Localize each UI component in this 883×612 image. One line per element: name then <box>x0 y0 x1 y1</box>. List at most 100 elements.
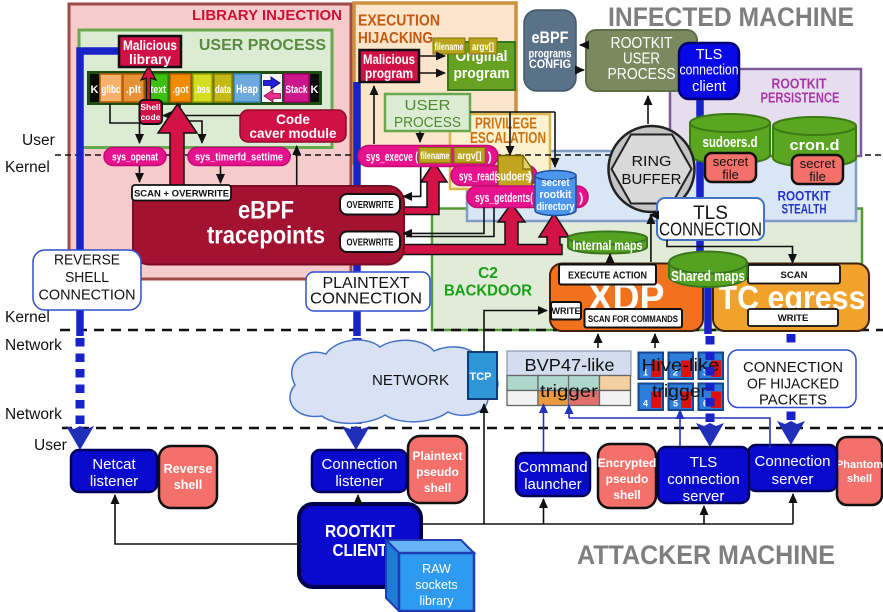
svg-text:Malicious: Malicious <box>363 51 415 67</box>
svg-text:Connection: Connection <box>755 453 831 470</box>
svg-text:library: library <box>129 51 171 67</box>
svg-text:.bss: .bss <box>195 84 210 96</box>
svg-text:programs: programs <box>529 49 572 61</box>
svg-text:shell: shell <box>424 481 451 495</box>
svg-text:PRIVILEGE: PRIVILEGE <box>475 116 537 133</box>
svg-text:eBPF: eBPF <box>238 197 294 225</box>
svg-text:pseudo: pseudo <box>416 465 459 479</box>
svg-text:tracepoints: tracepoints <box>207 222 325 250</box>
svg-text:argv[]: argv[] <box>472 42 494 53</box>
svg-text:sys_openat: sys_openat <box>112 152 158 164</box>
svg-text:): ) <box>488 149 492 164</box>
svg-text:filename: filename <box>421 151 450 162</box>
svg-text:PROCESS: PROCESS <box>394 114 461 131</box>
svg-text:cron.d: cron.d <box>790 138 840 154</box>
svg-text:sudoers.d: sudoers.d <box>703 135 758 151</box>
svg-text:5: 5 <box>673 399 678 409</box>
svg-text:Encrypted: Encrypted <box>598 456 657 470</box>
svg-text:4: 4 <box>643 399 648 409</box>
svg-text:PROCESS: PROCESS <box>608 66 676 83</box>
svg-text:listener: listener <box>90 473 138 490</box>
svg-text:LIBRARY INJECTION: LIBRARY INJECTION <box>192 7 342 24</box>
svg-text:BUFFER: BUFFER <box>622 171 682 188</box>
svg-text:glibc: glibc <box>102 84 121 96</box>
svg-text:): ) <box>579 190 583 205</box>
svg-text:Kernel: Kernel <box>5 159 50 176</box>
svg-text:caver module: caver module <box>249 126 337 141</box>
svg-text:WRITE: WRITE <box>552 306 581 316</box>
svg-text:filename: filename <box>435 42 464 53</box>
svg-text:code: code <box>141 112 161 122</box>
svg-text:Malicious: Malicious <box>123 37 177 53</box>
svg-text:ROOTKIT: ROOTKIT <box>611 35 673 52</box>
svg-text:REVERSE: REVERSE <box>54 253 120 269</box>
svg-text:TLS: TLS <box>693 203 728 224</box>
svg-text:Heap: Heap <box>236 82 258 96</box>
svg-text:sockets: sockets <box>415 578 457 592</box>
svg-text:server: server <box>772 471 814 488</box>
svg-text:Internal maps: Internal maps <box>573 238 643 253</box>
svg-text:sudoers: sudoers <box>496 169 531 184</box>
svg-text:ROOTKIT: ROOTKIT <box>772 77 827 93</box>
svg-text:CONNECTION: CONNECTION <box>659 219 762 240</box>
svg-text:RAW: RAW <box>422 562 451 576</box>
svg-text:launcher: launcher <box>524 476 582 493</box>
svg-text:HIJACKING: HIJACKING <box>358 30 433 47</box>
svg-text:Shell: Shell <box>140 102 160 112</box>
svg-text:Command: Command <box>518 459 587 476</box>
svg-text:User: User <box>22 132 55 149</box>
svg-text:Netcat: Netcat <box>92 456 136 473</box>
svg-text:file: file <box>722 167 739 182</box>
svg-text:USER PROCESS: USER PROCESS <box>199 37 326 54</box>
svg-text:PERSISTENCE: PERSISTENCE <box>761 91 840 107</box>
svg-text:OF HIJACKED: OF HIJACKED <box>747 377 839 393</box>
svg-text:TLS: TLS <box>696 47 723 63</box>
svg-text:argv[]: argv[] <box>458 151 482 162</box>
svg-text:USER: USER <box>405 97 451 114</box>
svg-text:Stack: Stack <box>286 84 309 96</box>
svg-text:Reverse: Reverse <box>164 462 213 476</box>
svg-text:CONNECTION: CONNECTION <box>39 288 136 304</box>
svg-text:eBPF: eBPF <box>532 28 569 47</box>
svg-text:ATTACKER MACHINE: ATTACKER MACHINE <box>577 540 835 570</box>
svg-text:1: 1 <box>643 368 648 378</box>
svg-text:SCAN + OVERWRITE: SCAN + OVERWRITE <box>134 189 229 200</box>
svg-text:shell: shell <box>847 473 872 485</box>
svg-text:.text: .text <box>148 84 166 96</box>
svg-text:pseudo: pseudo <box>606 472 649 486</box>
svg-text:OVERWRITE: OVERWRITE <box>347 237 394 249</box>
svg-text:trigger: trigger <box>652 381 707 401</box>
svg-text:Connection: Connection <box>322 456 398 473</box>
svg-text:WRITE: WRITE <box>778 313 809 324</box>
svg-text:EXECUTE ACTION: EXECUTE ACTION <box>568 270 647 282</box>
svg-text:program: program <box>365 65 413 81</box>
svg-text:2: 2 <box>673 368 678 378</box>
svg-text:sys_execve (: sys_execve ( <box>366 149 418 164</box>
svg-text:RING: RING <box>632 153 672 170</box>
svg-text:Kernel: Kernel <box>5 309 50 326</box>
svg-text:directory: directory <box>537 201 576 213</box>
svg-text:ROOTKIT: ROOTKIT <box>325 521 395 541</box>
svg-text:shell: shell <box>613 488 640 502</box>
svg-text:.plt: .plt <box>126 84 141 96</box>
svg-text:client: client <box>692 79 726 95</box>
svg-text:CONNECTION: CONNECTION <box>743 360 843 376</box>
svg-text:K: K <box>91 84 99 96</box>
svg-text:CLIENT: CLIENT <box>333 540 388 560</box>
svg-text:OVERWRITE: OVERWRITE <box>347 199 394 211</box>
svg-text:Shared maps: Shared maps <box>671 268 745 285</box>
svg-text:): ) <box>528 169 532 184</box>
svg-text:STEALTH: STEALTH <box>782 202 827 217</box>
svg-text:SHELL: SHELL <box>65 270 109 286</box>
svg-text:ESCALATION: ESCALATION <box>470 130 546 147</box>
svg-text:file: file <box>809 169 826 184</box>
svg-text:Network: Network <box>5 406 62 423</box>
svg-text:SCAN: SCAN <box>781 270 808 281</box>
svg-text:connection: connection <box>667 471 740 488</box>
svg-text:SCAN FOR COMMANDS: SCAN FOR COMMANDS <box>588 314 678 325</box>
svg-text:PLAINTEXT: PLAINTEXT <box>323 275 411 292</box>
svg-text:secret: secret <box>542 177 570 189</box>
svg-text:connection: connection <box>680 63 739 79</box>
svg-text:Hive-like: Hive-like <box>642 355 720 375</box>
svg-text:Plaintext: Plaintext <box>412 449 462 463</box>
